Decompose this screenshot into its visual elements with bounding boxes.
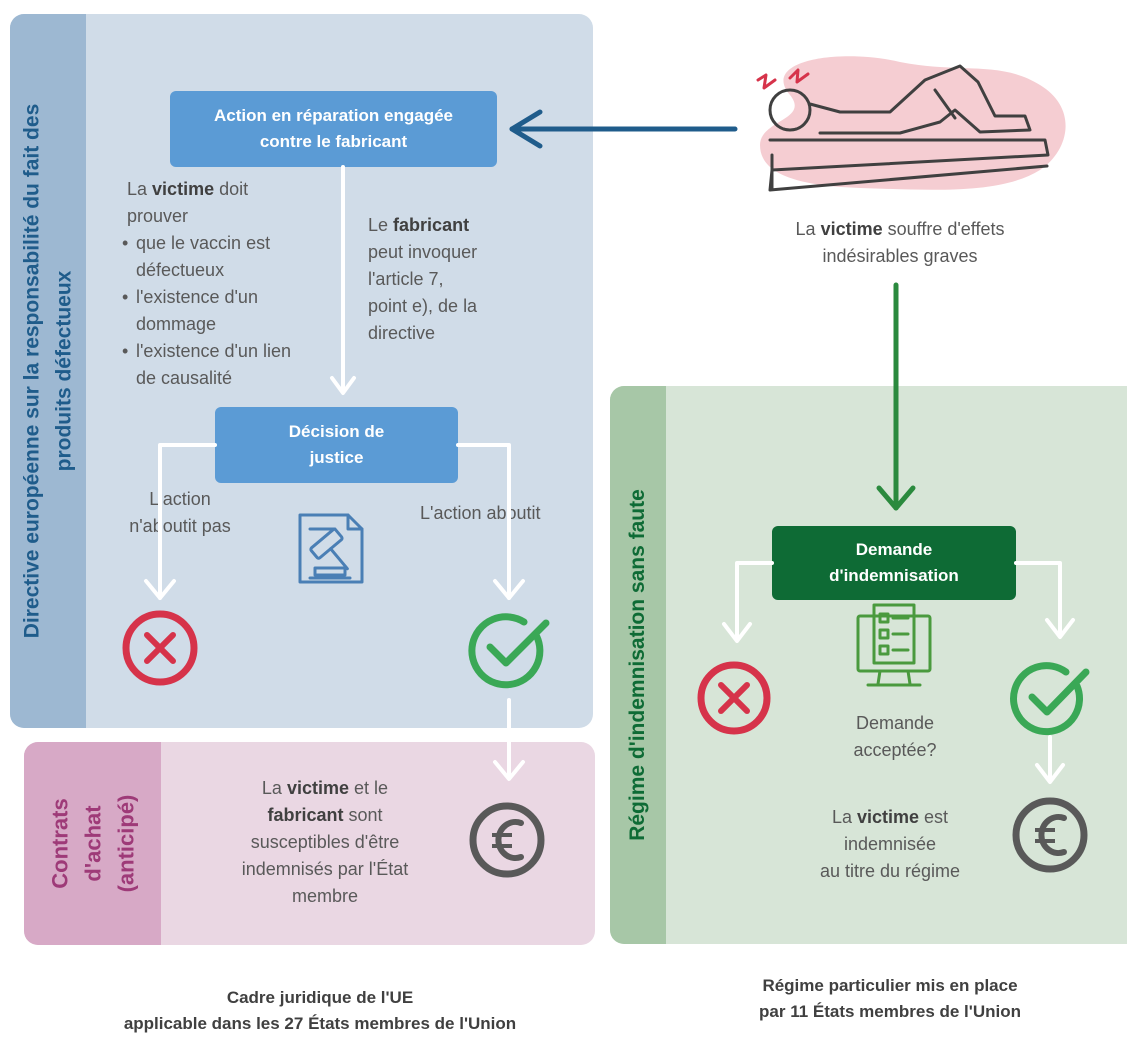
- action-fails-label: L'action n'aboutit pas: [129, 489, 231, 536]
- claim-box: Demande d'indemnisation: [772, 526, 1016, 600]
- claim-accepted-question: Demande acceptée?: [853, 713, 937, 760]
- caption-special-regime: Régime particulier mis en place par 11 É…: [759, 976, 1021, 1021]
- white-arrows-right: [722, 561, 1075, 784]
- action-box-line2: contre le fabricant: [259, 132, 408, 151]
- court-document-gavel-icon: [298, 513, 364, 584]
- victim-suffers-text: La victime souffre d'effets indésirables…: [795, 219, 1005, 266]
- action-box: Action en réparation engagée contre le f…: [170, 91, 497, 167]
- manufacturer-text: Le fabricant peut invoquer l'article 7, …: [368, 215, 478, 343]
- right-euro-icon: [1012, 797, 1088, 873]
- decision-box-line1: Décision de: [288, 422, 385, 441]
- sick-victim-in-bed-illustration: [756, 56, 1066, 192]
- left-success-check-icon: [468, 613, 550, 689]
- decision-box-line2: justice: [309, 448, 364, 467]
- no-fault-side-label: Régime d'indemnisation sans faute: [610, 386, 666, 944]
- right-success-check-icon: [1010, 662, 1090, 736]
- victim-compensated-text: La victime est indemnisée au titre du ré…: [819, 807, 961, 881]
- victim-proof-text: La victime doit prouver que le vaccin es…: [122, 176, 352, 392]
- directive-side-label: Directive européenne sur la responsabili…: [10, 14, 86, 728]
- white-arrows-left: [144, 165, 525, 781]
- decision-box: Décision de justice: [215, 407, 458, 483]
- left-fail-x-icon: [122, 610, 198, 686]
- purchase-side-label: Contrats d'achat (anticipé): [24, 742, 161, 945]
- action-box-line1: Action en réparation engagée: [214, 106, 453, 125]
- right-fail-x-icon: [697, 661, 771, 735]
- arrow-victim-to-claim: [876, 282, 916, 511]
- left-euro-icon: [469, 802, 545, 878]
- checklist-monitor-icon: [856, 603, 932, 687]
- purchase-text: La victime et le fabricant sont suscepti…: [241, 778, 409, 906]
- arrow-victim-to-action: [509, 109, 738, 149]
